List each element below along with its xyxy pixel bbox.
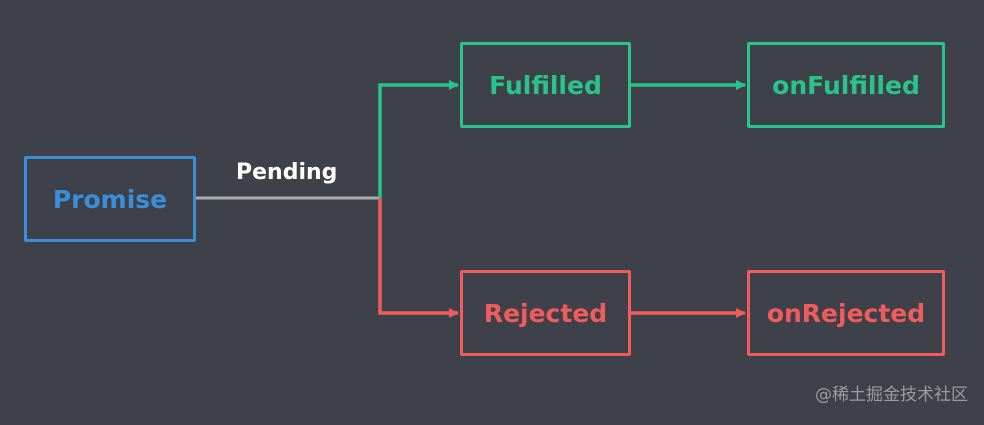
- on-rejected-label: onRejected: [766, 298, 926, 328]
- rejected-node: Rejected: [460, 270, 631, 356]
- on-rejected-node: onRejected: [747, 270, 945, 356]
- fulfilled-node: Fulfilled: [460, 42, 631, 128]
- on-fulfilled-label: onFulfilled: [772, 70, 920, 100]
- rejected-label: Rejected: [483, 298, 608, 328]
- to-rejected-arrow: [378, 198, 459, 318]
- promise-label: Promise: [52, 184, 168, 214]
- pending-label: Pending: [236, 160, 338, 185]
- watermark: @稀土掘金技术社区: [815, 385, 968, 405]
- to-fulfilled-arrow: [378, 80, 459, 198]
- on-fulfilled-node: onFulfilled: [747, 42, 945, 128]
- promise-node: Promise: [24, 156, 196, 242]
- fulfilled-label: Fulfilled: [489, 70, 602, 100]
